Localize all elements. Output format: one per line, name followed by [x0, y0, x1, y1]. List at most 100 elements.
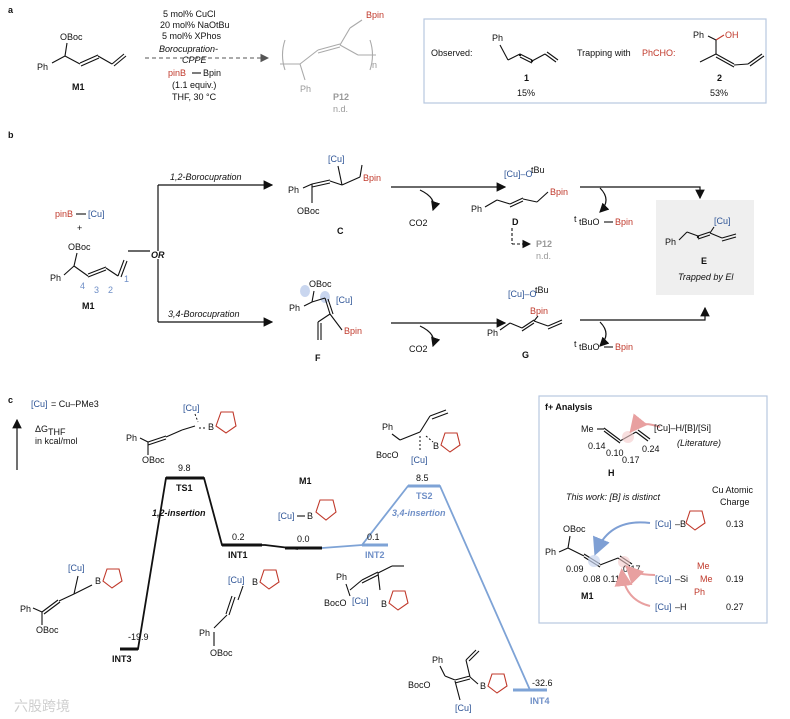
- d-cuo: [Cu]–O: [504, 169, 533, 179]
- tbuo-bottom: tBuO: [579, 342, 600, 352]
- panel-c: c [Cu] = Cu–PMe3 ΔG THF in kcal/mol 9.8 …: [8, 395, 553, 713]
- this-work-label: This work: [B] is distinct: [566, 492, 661, 502]
- int3-cu: [Cu]: [68, 563, 85, 573]
- m1-val-2: 0.08: [583, 574, 601, 584]
- e-cu: [Cu]: [714, 216, 731, 226]
- product-2-yield: 53%: [710, 88, 728, 98]
- reagent-si-name: –Si: [675, 574, 688, 584]
- label-int1: INT1: [228, 550, 248, 560]
- ts1-ph: Ph: [126, 433, 137, 443]
- int1-b: B: [252, 577, 258, 587]
- condition-3: 5 mol% XPhos: [162, 31, 222, 41]
- energy-m1: 0.0: [297, 534, 310, 544]
- reagent-si-charge: 0.19: [726, 574, 744, 584]
- int3-structure: [Cu] B Ph OBoc: [20, 563, 123, 635]
- c-cu: [Cu]: [328, 154, 345, 164]
- h-me: Me: [581, 424, 594, 434]
- int4-structure: Ph BocO [Cu] B: [408, 649, 508, 713]
- cppe-label: CPPE: [182, 55, 208, 65]
- label-int2: INT2: [365, 550, 385, 560]
- polymer-nd: n.d.: [333, 104, 348, 114]
- reactant-ph: Ph: [37, 62, 48, 72]
- ts1-structure: [Cu] B Ph OBoc: [126, 403, 237, 465]
- fplus-m1-oboc: OBoc: [563, 524, 586, 534]
- int2-structure: Ph BocO [Cu] B: [324, 565, 409, 611]
- fplus-m1-label: M1: [581, 591, 594, 601]
- m1-b: B: [307, 511, 313, 521]
- reagent-si-me1: Me: [697, 561, 710, 571]
- energy-ts2: 8.5: [416, 473, 429, 483]
- d-label: D: [512, 217, 519, 227]
- panel-b-label: b: [8, 130, 14, 140]
- m1-cu-b-structure: [Cu] B: [278, 499, 337, 521]
- int4-cu: [Cu]: [455, 703, 472, 713]
- c-ph: Ph: [288, 185, 299, 195]
- d-tbu: tBu: [531, 165, 545, 175]
- int4-boco: BocO: [408, 680, 431, 690]
- p12-label-b: P12: [536, 239, 552, 249]
- panel-a-label: a: [8, 5, 14, 15]
- intermediate-g: [Cu]–O tBu Bpin Ph G: [487, 285, 563, 360]
- product-1-label: 1: [524, 73, 529, 83]
- m1-label-b: M1: [82, 301, 95, 311]
- intermediate-d: [Cu]–O tBu Bpin Ph D: [471, 165, 568, 227]
- borocupration-label: Borocupration-: [159, 44, 218, 54]
- f-cu: [Cu]: [336, 295, 353, 305]
- ts2-b: B: [433, 441, 439, 451]
- label-m1: M1: [299, 476, 312, 486]
- m1-ph-b: Ph: [50, 273, 61, 283]
- int3-ph: Ph: [20, 604, 31, 614]
- energy-int4: -32.6: [532, 678, 553, 688]
- g-label: G: [522, 350, 529, 360]
- panel-a: a OBoc Ph M1 5 mol% CuCl 20 mol% NaOtBu …: [8, 5, 767, 114]
- ts1-oboc: OBoc: [142, 455, 165, 465]
- h-label: H: [608, 468, 615, 478]
- fplus-m1-ph: Ph: [545, 547, 556, 557]
- fplus-panel: f+ Analysis Me [Cu]–H/[B]/[Si] (Literatu…: [538, 395, 768, 624]
- charge-header-2: Charge: [720, 497, 750, 507]
- path-34-label: 3,4-Borocupration: [168, 309, 240, 319]
- pinb-reagent: pinB: [168, 68, 186, 78]
- path-12-label: 1,2-Borocupration: [170, 172, 242, 182]
- num-2: 2: [108, 285, 113, 295]
- polymer-p12-structure: Bpin Ph n P12 n.d.: [280, 10, 384, 114]
- intermediate-f: OBoc Ph [Cu] Bpin F: [289, 279, 362, 363]
- product-2-label: 2: [717, 73, 722, 83]
- reagent-h-charge: 0.27: [726, 602, 744, 612]
- reactant-m1-structure: OBoc Ph M1: [37, 32, 127, 92]
- f-label: F: [315, 353, 321, 363]
- observed-label: Observed:: [431, 48, 473, 58]
- product-1-yield: 15%: [517, 88, 535, 98]
- ts2-boco: BocO: [376, 450, 399, 460]
- int1-structure: [Cu] B Ph OBoc: [199, 569, 280, 658]
- product-e-box: [656, 200, 754, 295]
- reagent-si-ph: Ph: [694, 587, 705, 597]
- profile-12-path: [120, 477, 299, 650]
- int2-boco: BocO: [324, 598, 347, 608]
- int4-ph: Ph: [432, 655, 443, 665]
- num-1: 1: [124, 274, 129, 284]
- c-bpin: Bpin: [363, 173, 381, 183]
- reagent-cu: [Cu]: [88, 209, 105, 219]
- tbuo-bottom-t: t: [574, 339, 577, 349]
- int1-cu: [Cu]: [228, 575, 245, 585]
- intermediate-c: [Cu] Bpin Ph OBoc C: [288, 154, 381, 236]
- co2-bottom: CO2: [409, 344, 428, 354]
- axis-label: ΔG: [35, 424, 48, 434]
- e-ph: Ph: [665, 237, 676, 247]
- polymer-label: P12: [333, 92, 349, 102]
- m1-oboc-b: OBoc: [68, 242, 91, 252]
- observed-box: [423, 18, 767, 104]
- ts2-ph: Ph: [382, 422, 393, 432]
- product-1-structure: Ph: [492, 33, 559, 64]
- solvent-text: THF, 30 °C: [172, 92, 217, 102]
- c-label: C: [337, 226, 344, 236]
- reagent-pinb: pinB: [55, 209, 73, 219]
- tbuo-top-bpin: Bpin: [615, 217, 633, 227]
- product-2-structure: Ph OH: [693, 30, 765, 68]
- int1-ph: Ph: [199, 628, 210, 638]
- energy-ts1: 9.8: [178, 463, 191, 473]
- charge-header-1: Cu Atomic: [712, 485, 754, 495]
- d-bpin: Bpin: [550, 187, 568, 197]
- int2-cu: [Cu]: [352, 596, 369, 606]
